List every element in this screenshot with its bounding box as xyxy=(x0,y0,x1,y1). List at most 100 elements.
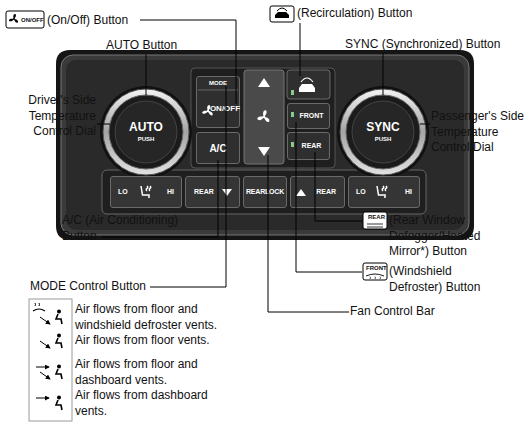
leader-line xyxy=(300,23,301,76)
mode-legend-icons xyxy=(56,334,62,349)
leader-line xyxy=(296,122,362,272)
recirculation-icon xyxy=(277,8,287,11)
button-label: REAR xyxy=(302,142,322,150)
callout-label: MODE Control Button xyxy=(30,279,180,295)
dial-ring xyxy=(100,86,192,178)
leader-line xyxy=(97,20,430,312)
button-label: FRONT xyxy=(299,112,323,120)
leader-line xyxy=(97,124,110,125)
callout-label: Fan Control Bar xyxy=(350,304,500,320)
button-symbol xyxy=(141,186,151,198)
button-label: HI xyxy=(167,188,174,196)
mode-legend-icons xyxy=(40,317,50,324)
button-label: REARLOCK xyxy=(246,188,284,196)
mode-legend-icons xyxy=(36,398,49,399)
fan-control-bar xyxy=(258,147,270,156)
callout-label: (Recirculation) Button xyxy=(297,6,457,22)
button-label: ON/OFF xyxy=(210,105,240,114)
panel-bezel xyxy=(61,55,469,235)
leader-line xyxy=(420,124,430,125)
recirculation-button xyxy=(287,70,330,99)
icon-text: ON/OFF xyxy=(21,17,44,23)
button-symbol xyxy=(141,90,387,198)
panel-bezel xyxy=(56,50,474,240)
rear-button: REAR xyxy=(290,176,345,208)
button-label: REAR xyxy=(194,188,214,196)
leader-line xyxy=(383,53,384,95)
button-symbol xyxy=(291,142,294,147)
button-label: AUTO xyxy=(129,121,163,134)
callout-label: (Rear Window Defogger/Heated Mirror*) Bu… xyxy=(389,213,499,260)
fan-control-bar xyxy=(244,70,284,164)
button-label: A/C xyxy=(209,143,226,154)
mode-button: MODE ON/OFF xyxy=(196,76,240,128)
dial-knob: SYNCPUSH xyxy=(343,92,423,172)
dial-face xyxy=(115,101,177,163)
callout-label: Driver's Side Temperature Control Dial xyxy=(2,93,96,140)
panel-bezel xyxy=(56,50,474,240)
recirculation-button xyxy=(291,90,294,95)
recirculation-icon xyxy=(270,6,294,22)
ac-button: A/C xyxy=(196,132,240,164)
on-off-icon xyxy=(6,11,44,28)
mode-legend-icons xyxy=(29,299,72,421)
mode-legend-icons xyxy=(35,303,40,306)
legend-text: Air flows from dashboard vents. xyxy=(75,388,235,419)
leader-line xyxy=(268,155,349,312)
callout-label: (Windshield Defroster) Button xyxy=(389,264,499,295)
button-label: PUSH xyxy=(138,136,155,143)
mode-legend-icons xyxy=(56,310,62,325)
dial-face xyxy=(346,95,420,169)
button-symbol xyxy=(291,112,294,117)
callout-label: (On/Off) Button xyxy=(47,13,157,29)
panel-bezel xyxy=(102,170,426,214)
rear-lock-button: REARLOCK xyxy=(243,176,287,208)
rear-defogger-icon xyxy=(363,212,387,229)
dial-knob: AUTO PUSH xyxy=(106,92,186,172)
mode-legend-icons xyxy=(56,396,62,411)
fan-control-bar xyxy=(257,110,270,122)
windshield-defroster-icon xyxy=(363,263,387,280)
recirculation-button xyxy=(287,70,330,99)
dial-ring xyxy=(103,89,189,175)
rear-button: REAR xyxy=(185,176,240,208)
button-label: PUSH xyxy=(375,136,392,143)
windshield-defroster-icon xyxy=(370,277,381,279)
panel-bezel xyxy=(191,68,335,168)
recirculation-icon xyxy=(270,6,294,22)
mode-legend-icons xyxy=(40,372,50,379)
leader-line xyxy=(146,54,147,95)
fan-control-bar xyxy=(244,70,284,164)
dial-face xyxy=(352,101,414,163)
rear-defogger-icon xyxy=(367,224,383,227)
mode-legend-icons xyxy=(36,367,49,368)
button-symbol xyxy=(198,90,238,91)
recirculation-button xyxy=(301,78,313,82)
callout-label: Passenger's Side Temperature Control Dia… xyxy=(431,109,527,156)
icon-text: REAR xyxy=(368,214,385,220)
button-symbol xyxy=(377,186,387,198)
on-off-icon xyxy=(6,11,44,28)
on-off-icon xyxy=(9,14,19,23)
dial-ring xyxy=(337,86,429,178)
recirculation-button xyxy=(299,84,315,92)
dial-ring xyxy=(340,89,426,175)
mode-legend-icons xyxy=(40,341,50,348)
button-label: HI xyxy=(405,188,412,196)
leader-line xyxy=(150,86,226,287)
callout-label: AUTO Button xyxy=(106,38,216,54)
leader-line xyxy=(140,20,236,104)
windshield-defroster-icon xyxy=(366,274,384,276)
dial-ring xyxy=(337,86,429,178)
seat-heater-button: LO HI xyxy=(110,176,182,208)
dial-ring xyxy=(100,86,192,178)
button-symbol xyxy=(296,189,306,196)
button-symbol xyxy=(202,105,214,116)
button-label: LO xyxy=(118,188,128,196)
leader-line xyxy=(315,152,362,221)
button-label: MODE xyxy=(197,80,239,87)
callout-label: A/C (Air Conditioning) Button xyxy=(62,213,190,244)
icon-text: FRONT xyxy=(366,265,387,271)
